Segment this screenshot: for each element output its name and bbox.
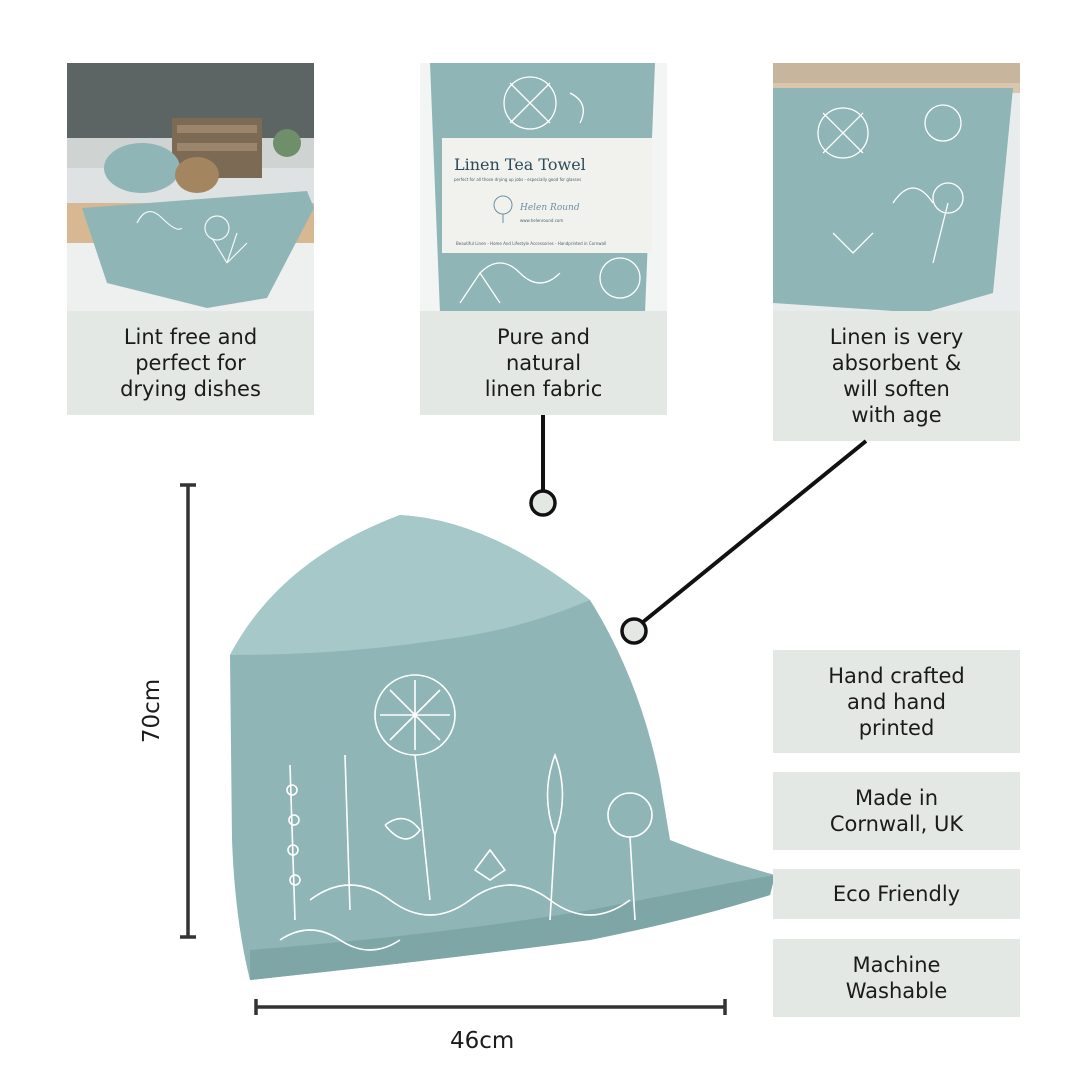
brand-logo-icon: [488, 193, 518, 223]
machine-washable-feature: Machine Washable: [773, 939, 1020, 1017]
package-label-title: Linen Tea Towel: [454, 155, 586, 174]
package-label-footer: Beautiful Linen - Home And Lifestyle Acc…: [456, 241, 607, 246]
package-label-tagline: perfect for all those drying up jobs - e…: [454, 177, 582, 182]
pure-linen-caption: Pure and natural linen fabric: [420, 311, 667, 415]
height-dimension-label: 70cm: [139, 678, 165, 744]
package-label-brand: Helen Round: [520, 203, 580, 213]
width-dimension-label: 46cm: [450, 1028, 515, 1054]
lint-free-caption: Lint free and perfect for drying dishes: [67, 311, 314, 415]
absorbent-caption: Linen is very absorbent & will soften wi…: [773, 311, 1020, 441]
eco-friendly-feature: Eco Friendly: [773, 869, 1020, 919]
hand-crafted-feature: Hand crafted and hand printed: [773, 650, 1020, 753]
made-in-cornwall-feature: Made in Cornwall, UK: [773, 772, 1020, 850]
kitchen-photo: [67, 63, 314, 313]
packaged-towel-photo: Linen Tea Towel perfect for all those dr…: [420, 63, 667, 313]
package-label-website: www.helenround.com: [520, 218, 564, 223]
draped-towel-photo: [773, 63, 1020, 313]
tea-towel-illustration: [230, 515, 775, 980]
